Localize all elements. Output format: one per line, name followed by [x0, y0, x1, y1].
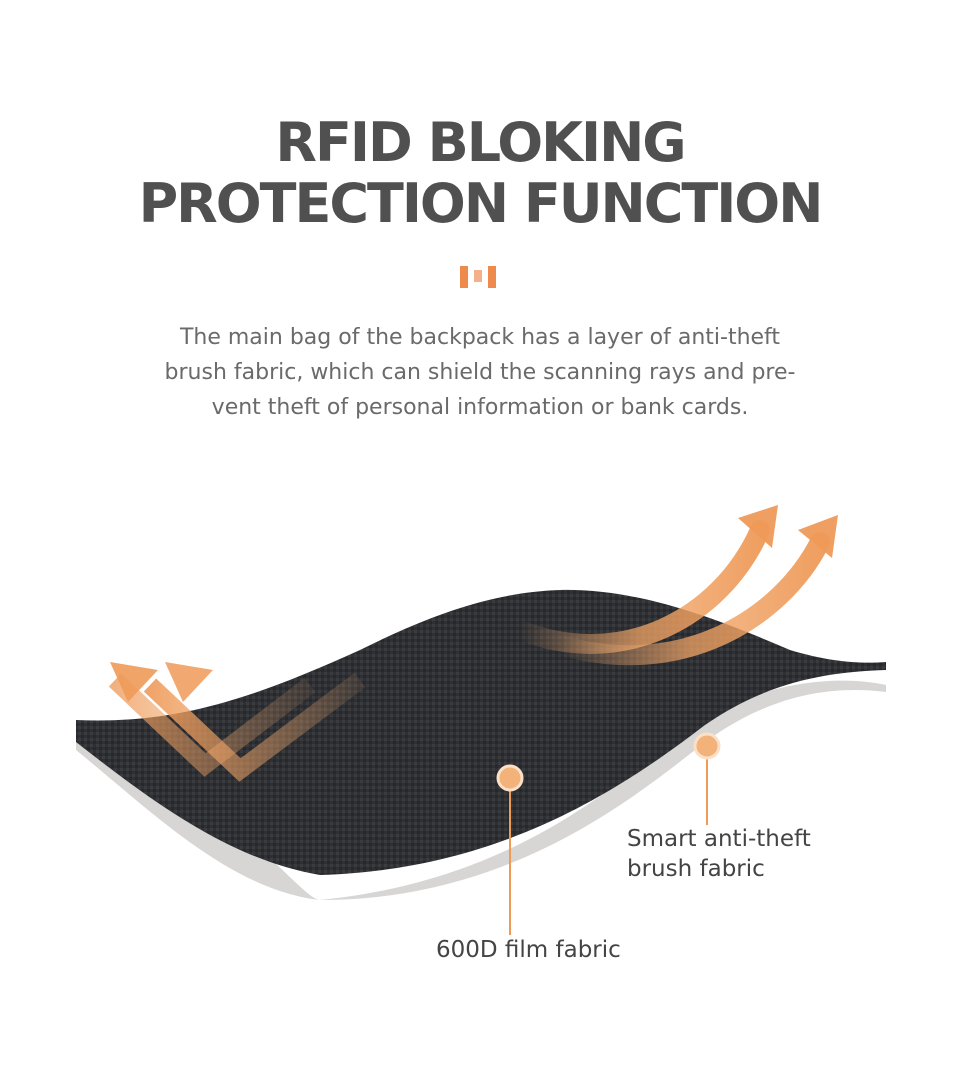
600d-film-fabric-layer [76, 589, 886, 875]
description-line-3: vent theft of personal information or ba… [211, 395, 749, 420]
page-title-line-1: RFID BLOKING [275, 111, 686, 174]
accent-bars-icon [460, 266, 500, 288]
smart-fabric-label-line-1: Smart anti-theft [627, 826, 811, 852]
page-title-line-2: PROTECTION FUNCTION [138, 172, 824, 235]
smart-fabric-label-line-2: brush fabric [627, 856, 765, 882]
description-line-2: brush fabric, which can shield the scann… [164, 360, 796, 385]
film-fabric-label: 600D film fabric [436, 937, 621, 963]
film-fabric-marker [496, 764, 524, 792]
description-line-1: The main bag of the backpack has a layer… [179, 325, 781, 350]
smart-fabric-label: Smart anti-theft brush fabric [627, 824, 811, 884]
blocked-ray-arrow-icon [108, 673, 316, 777]
fabric-layers-illustration [76, 505, 886, 935]
smart-fabric-marker [693, 732, 721, 760]
blocked-ray-arrow-icon [143, 672, 366, 782]
description: The main bag of the backpack has a layer… [140, 320, 820, 425]
deflected-ray-arrow-icon [550, 532, 830, 666]
